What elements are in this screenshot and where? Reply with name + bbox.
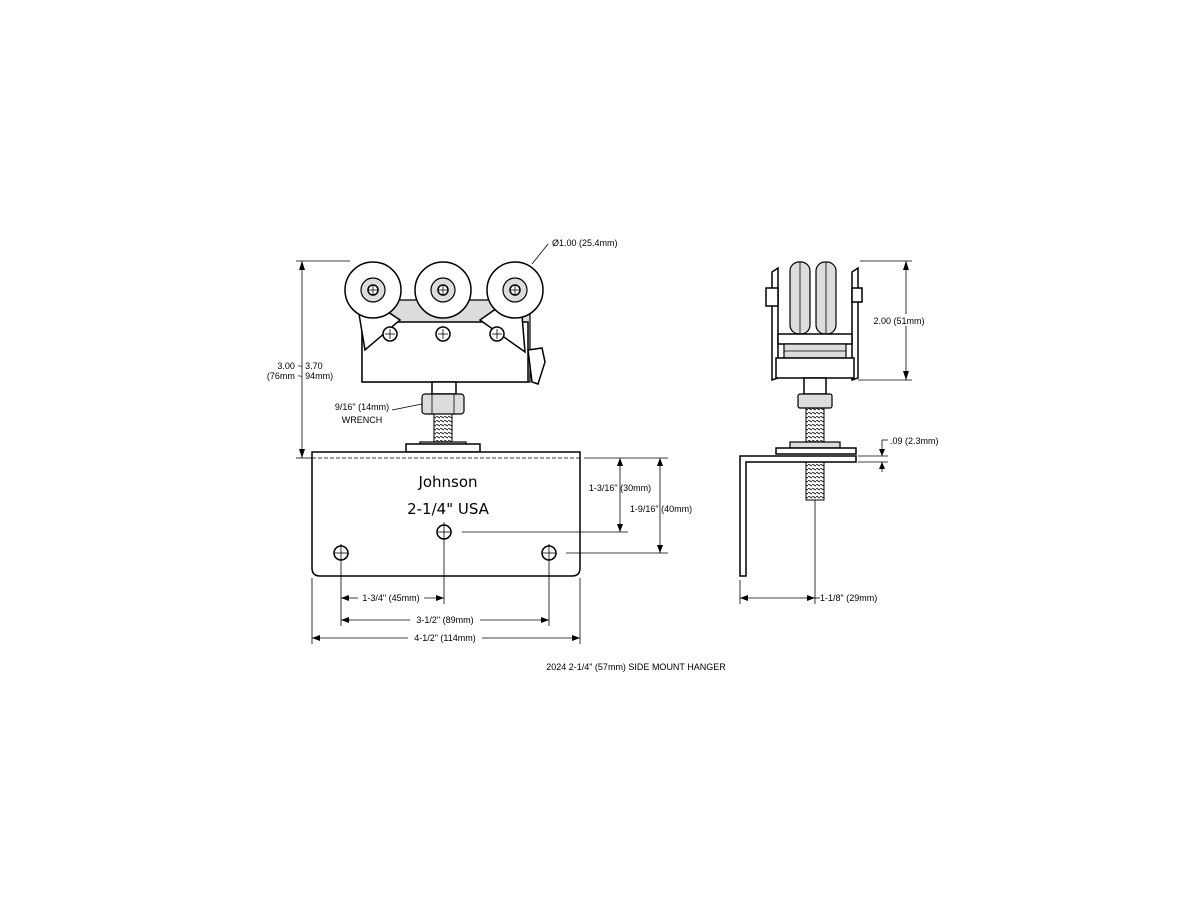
brand-stamp-line1: Johnson (417, 473, 477, 491)
dim-side-depth: 1-1/8" (29mm) (820, 593, 877, 603)
body-bolts (382, 326, 505, 342)
drawing-caption: 2024 2-1/4" (57mm) SIDE MOUNT HANGER (546, 662, 726, 672)
wheel-left (344, 261, 402, 319)
dim-plate-thickness: .09 (2.3mm) (890, 436, 939, 446)
brand-stamp-line2: 2-1/4" USA (407, 500, 490, 518)
dim-plate-width: 4-1/2" (114mm) (414, 633, 476, 643)
dim-overall-height-mm: (76mm ~ 94mm) (267, 371, 333, 381)
wheel-right (486, 261, 544, 319)
dim-overall-height-in: 3.00 ~ 3.70 (277, 361, 322, 371)
front-dimensions: Ø1.00 (25.4mm) 3.00 ~ 3.70 (76mm ~ 94mm)… (267, 238, 692, 644)
dim-side-height: 2.00 (51mm) (873, 316, 924, 326)
dim-wrench-label: WRENCH (342, 415, 383, 425)
dim-hole-spacing: 3-1/2" (89mm) (416, 615, 473, 625)
dim-center-offset: 1-3/4" (45mm) (362, 593, 419, 603)
dim-wrench-size: 9/16" (14mm) (335, 402, 389, 412)
dim-hole-height-1: 1-3/16" (30mm) (589, 483, 651, 493)
side-view (739, 261, 863, 577)
dim-hole-height-2: 1-9/16" (40mm) (630, 504, 692, 514)
side-dimensions: 2.00 (51mm) .09 (2.3mm) 1-1/8" (29mm) (739, 260, 939, 604)
stem-assembly (405, 381, 481, 453)
mounting-plate (311, 451, 581, 577)
wheel-center (414, 261, 472, 319)
dim-wheel-diameter: Ø1.00 (25.4mm) (552, 238, 618, 248)
front-view: Johnson 2-1/4" USA (311, 261, 581, 577)
side-angle-bracket (739, 455, 857, 577)
